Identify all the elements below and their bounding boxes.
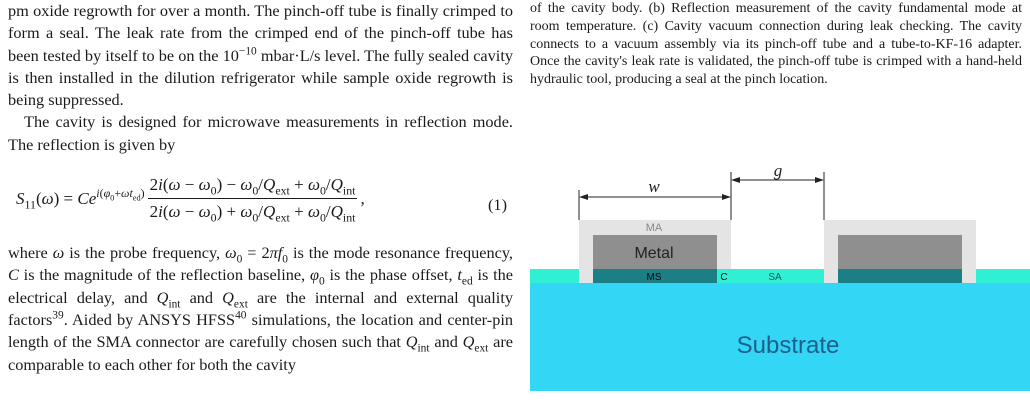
metal-right	[838, 235, 962, 269]
p3-b: is the probe frequency,	[64, 243, 226, 263]
g-arrowhead-left	[731, 177, 740, 183]
c-corner	[717, 269, 731, 283]
exp-base: 10	[222, 45, 239, 65]
p3-j: simulations, the location and center-pin…	[8, 309, 513, 352]
p3-a: where	[8, 243, 53, 263]
sa-label: SA	[768, 272, 782, 283]
ms-label: MS	[647, 272, 662, 283]
w-arrowhead-right	[722, 194, 731, 200]
p3-i: . Aided by ANSYS HFSS	[63, 309, 236, 329]
p3-l: are comparable to each other for both th…	[8, 332, 514, 374]
ms-layer-right	[838, 269, 962, 283]
paragraph-1-tail: mbar·L/s level. The fully sealed cavity …	[8, 45, 513, 110]
p3-f: is the electrical delay, and	[8, 265, 513, 307]
layer-diagram: w g MA Metal MS C SA Substrate	[530, 150, 1030, 419]
p3-d: is the magnitude of the reflection basel…	[18, 265, 310, 285]
g-label: g	[774, 161, 783, 180]
metal-label: Metal	[634, 245, 673, 262]
p3-c: is the mode resonance frequency,	[287, 243, 513, 263]
g-arrowhead-right	[815, 177, 824, 183]
equation-body: S11(ω) = Cei(φ0+ωted) 2i(ω − ω0) − ω0/Qe…	[16, 175, 365, 225]
substrate-label: Substrate	[737, 332, 840, 359]
exp: −10	[238, 45, 257, 58]
ms-layer-left	[593, 269, 717, 283]
paragraph-3: where ω is the probe frequency, ω0 = 2πf…	[8, 243, 514, 374]
layer-diagram-svg: w g MA Metal MS C SA Substrate	[530, 161, 1030, 391]
left-column: pm oxide regrowth for over a month. The …	[8, 0, 513, 376]
p3-k: and	[429, 332, 463, 352]
right-column: of the cavity body. (b) Reflection measu…	[530, 0, 1022, 89]
ref-39[interactable]: 39	[52, 309, 64, 322]
ref-40[interactable]: 40	[235, 309, 247, 322]
substrate-block	[530, 283, 1030, 391]
ma-label: MA	[646, 222, 663, 234]
p3-g: and	[180, 287, 223, 307]
p3-h: are the internal and external quality fa…	[8, 287, 513, 329]
w-arrowhead-left	[579, 194, 588, 200]
w-label: w	[648, 177, 660, 196]
equation-number: (1)	[488, 195, 507, 215]
paragraph-2: The cavity is designed for microwave mea…	[8, 112, 513, 154]
figure-caption: of the cavity body. (b) Reflection measu…	[530, 1, 1022, 88]
paragraph-1: pm oxide regrowth for over a month. The …	[8, 0, 513, 111]
p3-e: is the phase offset,	[324, 265, 458, 285]
metal-left	[593, 235, 717, 269]
c-label: C	[720, 272, 727, 283]
paragraph-1-text: pm oxide regrowth for over a month. The …	[8, 1, 513, 65]
equation-1: S11(ω) = Cei(φ0+ωted) 2i(ω − ω0) − ω0/Qe…	[8, 164, 513, 242]
